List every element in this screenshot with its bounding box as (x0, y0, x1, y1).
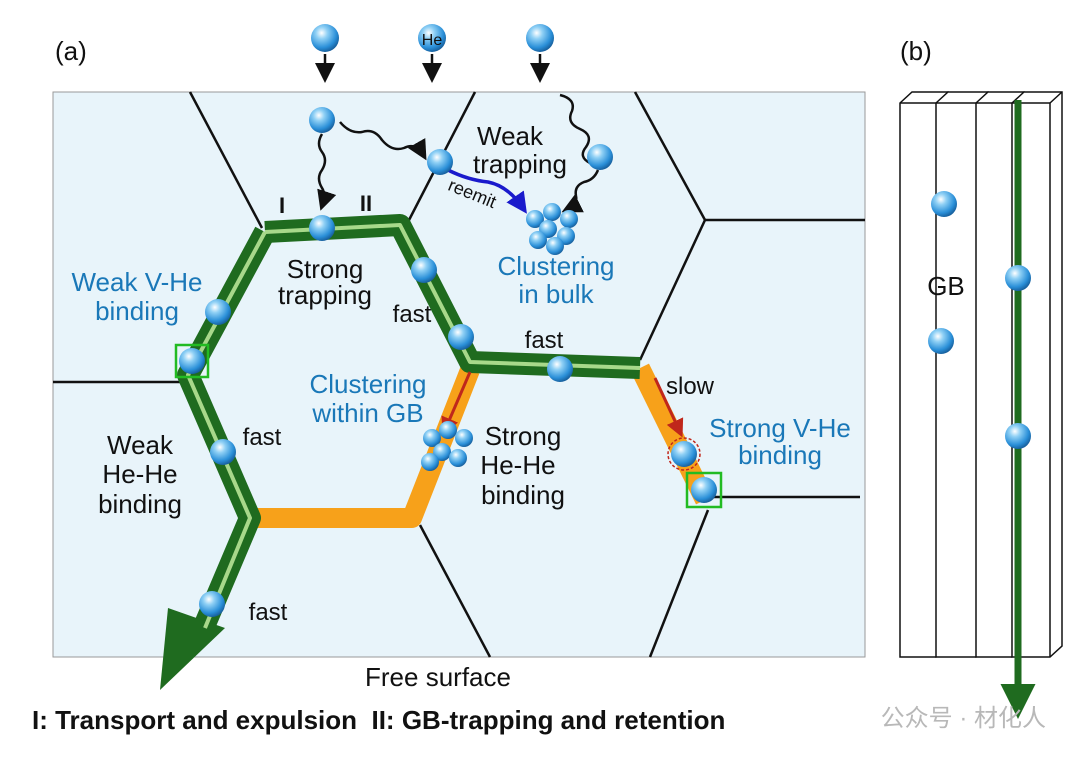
strong-trapping-label: trapping (278, 280, 372, 310)
fast-label: fast (525, 327, 564, 354)
strong-vhe-label: Strong V-He (709, 413, 851, 443)
watermark: 公众号 · 材化人 (881, 705, 1046, 732)
fast-label: fast (249, 599, 288, 626)
he-atom (1005, 265, 1031, 291)
he-atom (931, 191, 957, 217)
clustering-gb-label: within GB (311, 398, 423, 428)
he-atom (448, 324, 474, 350)
atom-cluster-icon (526, 203, 578, 255)
wavy-arrow-icon (339, 121, 427, 161)
wavy-arrow-icon (317, 133, 337, 211)
he-atom (691, 477, 717, 503)
weak-trapping-label: trapping (473, 149, 567, 179)
free-surface-label: Free surface (365, 662, 511, 692)
he-atom (547, 356, 573, 382)
gb-label: GB (927, 271, 965, 301)
weak-hehe-label: binding (98, 489, 182, 519)
strong-vhe-label: binding (738, 440, 822, 470)
reemit-arrow (447, 168, 527, 214)
he-atom (179, 348, 205, 374)
clustering-bulk-label: Clustering (497, 251, 614, 281)
gb-slabs (899, 91, 1063, 658)
slow-label: slow (666, 373, 715, 400)
red-arrow-icon (653, 377, 684, 438)
weak-vhe-label: binding (95, 296, 179, 326)
wavy-arrow-icon (559, 93, 591, 165)
incoming-atom-2 (418, 24, 446, 52)
he-atom (309, 107, 335, 133)
vacancy-site-box (685, 471, 723, 509)
weak-vhe-label: Weak V-He (71, 267, 202, 297)
incoming-atom-1 (311, 24, 339, 52)
mechanism-two-label: II (360, 191, 372, 216)
he-atoms (179, 107, 717, 617)
weak-hehe-label: He-He (102, 459, 177, 489)
panel-a: He (52, 24, 866, 692)
fast-label: fast (393, 301, 432, 328)
he-atom (671, 441, 697, 467)
wavy-arrow-icon (561, 169, 600, 213)
he-atom (199, 591, 225, 617)
he-atom (1005, 423, 1031, 449)
weak-trapping-label: Weak (477, 121, 544, 151)
he-atom (411, 257, 437, 283)
he-atom (309, 215, 335, 241)
mechanism-one-label: I (279, 193, 285, 218)
he-atom-label: He (422, 32, 443, 49)
he-atom (427, 149, 453, 175)
expulsion-arrow-head-icon (160, 608, 225, 690)
atom-cluster-icon (421, 421, 473, 471)
clustering-gb-label: Clustering (309, 369, 426, 399)
red-arrow-icon (441, 371, 472, 436)
strong-hehe-label: He-He (480, 450, 555, 480)
he-atom (210, 439, 236, 465)
vacancy-ring (667, 437, 701, 471)
vacancy-site-box (174, 343, 210, 379)
he-atom (928, 328, 954, 354)
incoming-atom-3 (526, 24, 554, 52)
weak-hehe-label: Weak (107, 430, 174, 460)
strong-hehe-label: binding (481, 480, 565, 510)
panel-b: (b) GB (899, 36, 1063, 719)
panel-label-b: (b) (900, 36, 932, 66)
grain-boundaries (53, 91, 865, 658)
panel-label-a: (a) (55, 36, 87, 66)
clustering-bulk-label: in bulk (518, 279, 594, 309)
he-atom (205, 299, 231, 325)
strong-hehe-label: Strong (485, 421, 562, 451)
caption: I: Transport and expulsion II: GB-trappi… (32, 705, 725, 735)
wavy-arrows (317, 93, 600, 213)
incoming-atoms: He (311, 24, 554, 83)
strong-trapping-label: Strong (287, 254, 364, 284)
fast-label: fast (243, 424, 282, 451)
he-atom (587, 144, 613, 170)
